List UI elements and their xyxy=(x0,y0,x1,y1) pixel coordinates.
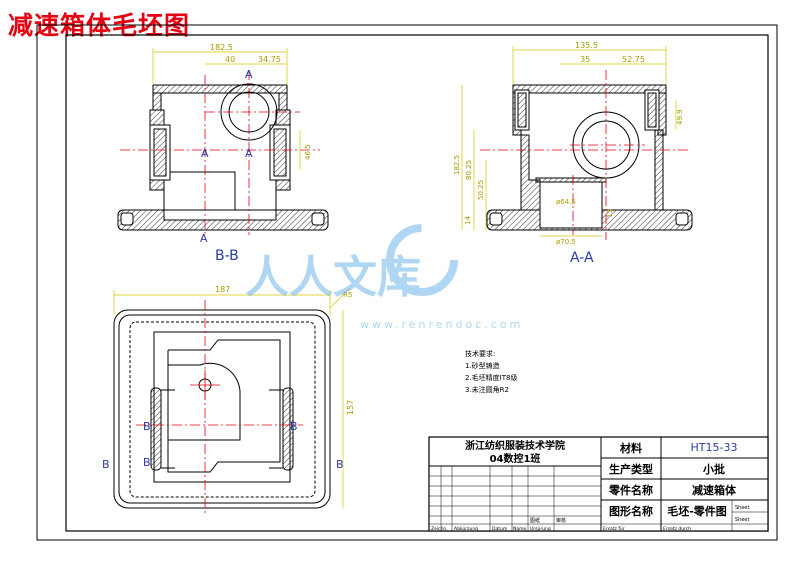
tb-small-label: Ursprung xyxy=(530,526,551,532)
dim-aa-h2: 80.25 xyxy=(465,160,473,180)
school-name: 浙江纺织服装技术学院 xyxy=(465,439,565,452)
dim-plan-height: 157 xyxy=(346,400,355,415)
dim-aa-left: 35 xyxy=(580,55,590,64)
sheet-label: Sheet xyxy=(735,505,749,511)
inner-border xyxy=(65,34,769,532)
section-mark-b: B xyxy=(143,456,151,469)
tb-small-label: 审核 xyxy=(556,517,566,524)
part-name-label: 零件名称 xyxy=(608,483,653,497)
dim-bb-left: 40 xyxy=(225,55,235,64)
view-label-aa: A-A xyxy=(570,250,594,266)
tb-small-label: Abkürzung xyxy=(454,526,478,532)
view-plan: 187 R5 157 B B B B B xyxy=(102,285,355,515)
material-label: 材料 xyxy=(620,441,642,455)
watermark: 人人文库 www.renrendoc.com xyxy=(245,224,523,331)
tb-small-label: Datum xyxy=(492,526,507,532)
outer-border xyxy=(36,24,778,541)
tech-note-item: 3.未注圆角R2 xyxy=(465,385,509,394)
drawing-name-value: 毛坯-零件图 xyxy=(667,504,727,518)
dim-aa-h1: 182.5 xyxy=(453,155,461,175)
section-mark-a: A xyxy=(200,232,208,245)
section-mark-b: B xyxy=(290,420,298,433)
sheet-label: Sheet xyxy=(735,517,749,523)
dim-aa-h5: 13 xyxy=(606,209,614,218)
dim-aa-h3: 50.25 xyxy=(477,180,485,200)
section-mark-b: B xyxy=(102,458,110,471)
view-aa: 135.5 35 52.75 49.9 182.5 80.25 50.25 14… xyxy=(453,41,693,266)
dim-aa-base: ø70.5 xyxy=(556,238,576,246)
production-label: 生产类型 xyxy=(609,462,653,476)
dim-plan-width: 187 xyxy=(215,285,230,294)
tb-small-label: Ersatz durch xyxy=(663,526,691,532)
section-mark-a: A xyxy=(201,147,209,160)
tb-small-label: Name xyxy=(513,526,527,532)
tb-small-label: 图纸 xyxy=(530,517,540,524)
section-mark-a: A xyxy=(245,147,253,160)
tb-small-label: Ersatz für xyxy=(603,526,625,532)
tech-notes-heading: 技术要求: xyxy=(465,349,495,358)
tech-note-item: 1.砂型铸造 xyxy=(465,361,500,370)
tech-notes: 技术要求: 1.砂型铸造 2.毛坯精度IT8级 3.未注圆角R2 xyxy=(465,349,517,394)
view-label-bb: B-B xyxy=(215,248,239,264)
watermark-text: 人人文库 xyxy=(245,252,421,303)
dim-aa-inner: ø64.5 xyxy=(556,198,576,206)
dim-aa-width: 135.5 xyxy=(575,41,598,50)
watermark-url: www.renrendoc.com xyxy=(360,318,523,331)
view-bb: 182.5 40 34.75 46.5 A A A A B-B xyxy=(117,43,329,264)
section-mark-b: B xyxy=(143,420,151,433)
tech-note-item: 2.毛坯精度IT8级 xyxy=(465,373,517,382)
dim-aa-h4: 14 xyxy=(464,216,472,225)
tb-small-label: Zeichn. xyxy=(431,526,448,532)
section-mark-a: A xyxy=(245,68,253,81)
dim-plan-radius: R5 xyxy=(343,291,352,299)
section-mark-b: B xyxy=(336,458,344,471)
dim-aa-side: 49.9 xyxy=(676,109,684,125)
part-name-value: 减速箱体 xyxy=(692,483,737,497)
drawing-name-label: 图形名称 xyxy=(609,504,653,518)
title-block: 浙江纺织服装技术学院 04数控1班 材料 HT15-33 生产类型 小批 零件名… xyxy=(428,436,769,532)
class-name: 04数控1班 xyxy=(490,452,541,465)
production-value: 小批 xyxy=(702,462,725,476)
material-value: HT15-33 xyxy=(691,441,738,454)
dim-aa-right: 52.75 xyxy=(622,55,645,64)
dim-bb-right: 34.75 xyxy=(258,55,281,64)
dim-bb-side: 46.5 xyxy=(304,144,312,160)
dim-bb-width: 182.5 xyxy=(210,43,233,52)
